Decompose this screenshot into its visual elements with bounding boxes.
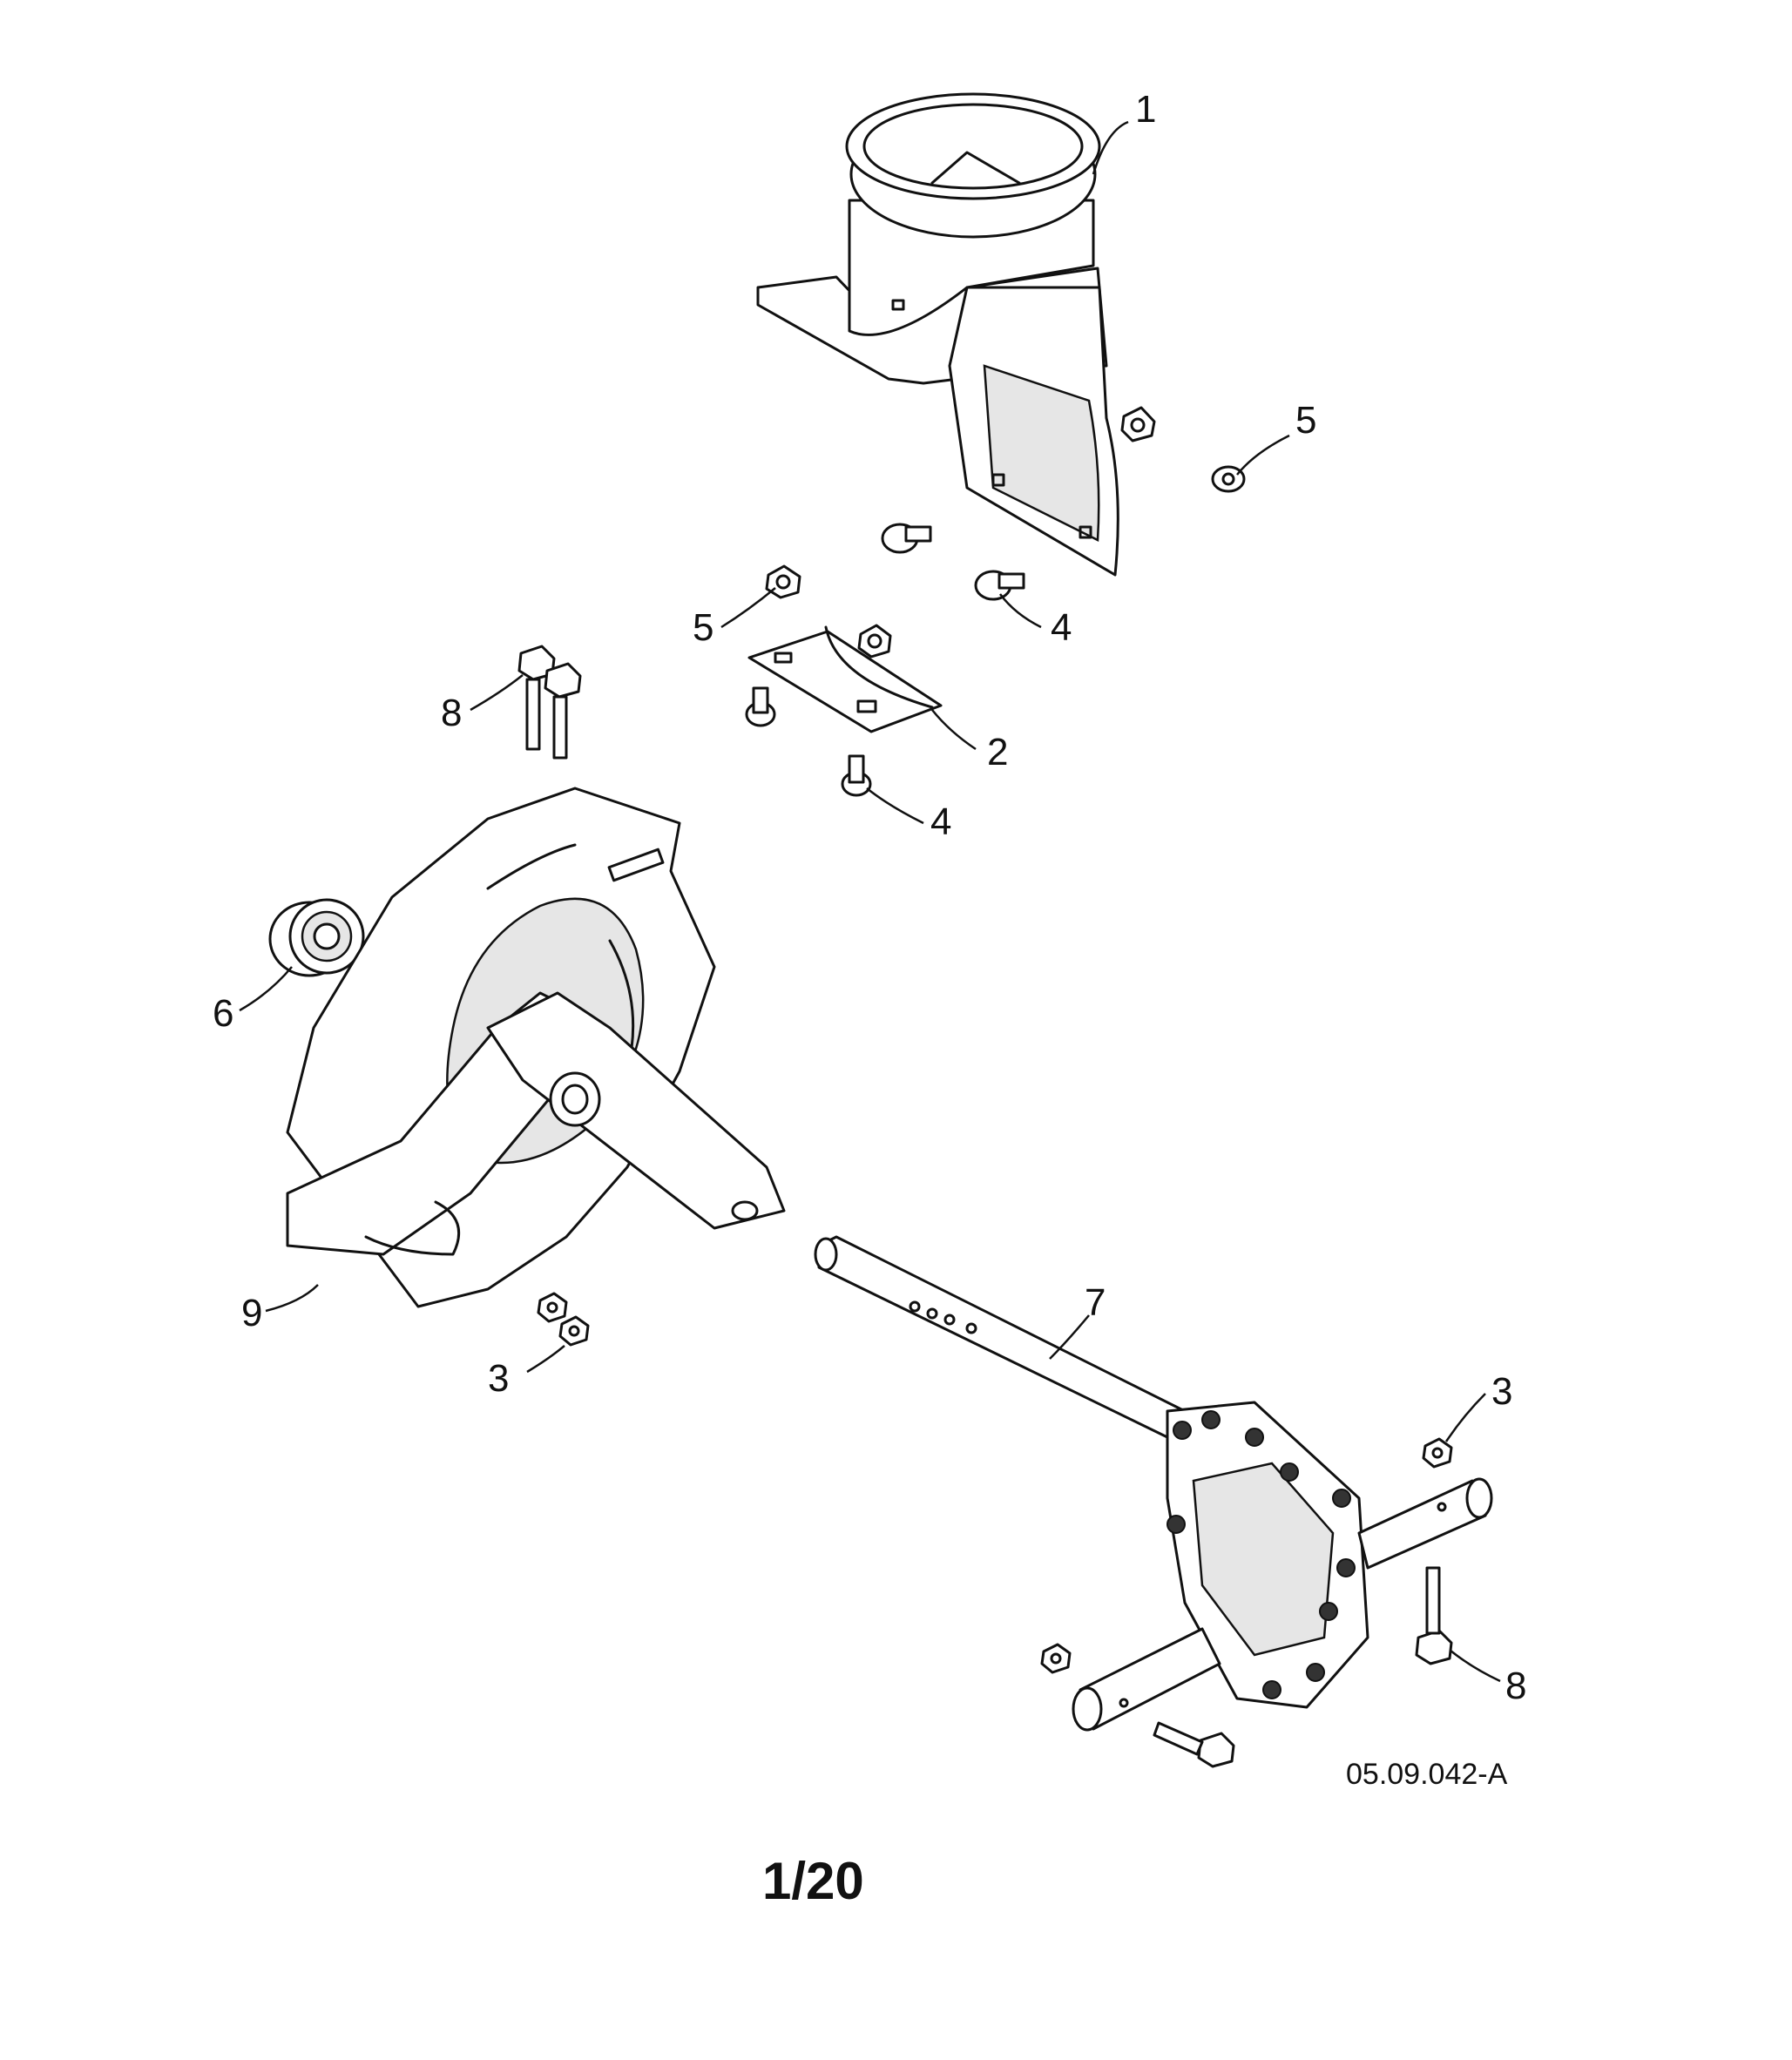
discharge-chute [756, 92, 1119, 577]
flange-nut [765, 564, 801, 599]
hex-nut [537, 1292, 568, 1323]
hex-nut [1422, 1437, 1453, 1469]
callout-1: 1 [1135, 88, 1156, 131]
carriage-bolt [974, 570, 1025, 601]
auger-shaft-gearbox [814, 1235, 1493, 1732]
hex-bolt-group [517, 645, 1453, 1768]
hex-nut [558, 1315, 590, 1347]
callout-8: 8 [1505, 1665, 1526, 1707]
page-number: 1/20 [762, 1852, 864, 1910]
carriage-bolt [745, 686, 776, 727]
hex-nut [1040, 1643, 1072, 1674]
callout-9: 9 [241, 1292, 262, 1334]
carriage-bolt-group [745, 523, 1025, 797]
chute-bracket [747, 625, 943, 733]
callout-3: 3 [1491, 1370, 1512, 1413]
callout-4: 4 [1051, 606, 1072, 649]
leader-lines [239, 120, 1501, 1683]
callout-6: 6 [213, 992, 233, 1035]
hex-bolt [1415, 1566, 1453, 1665]
callout-5: 5 [693, 606, 713, 649]
callout-7: 7 [1085, 1281, 1106, 1324]
bearing [268, 898, 365, 977]
hex-bolt [544, 662, 582, 760]
flange-nut [1211, 465, 1246, 493]
housing-side-plate [286, 787, 786, 1308]
carriage-bolt [881, 523, 932, 554]
drawing-code: 05.09.042-A [1346, 1758, 1508, 1791]
hex-bolt [517, 645, 556, 751]
callout-2: 2 [987, 731, 1008, 773]
callout-3: 3 [488, 1357, 509, 1400]
flange-nut-group [765, 406, 1246, 659]
hex-nut-group [537, 1292, 1453, 1674]
gearbox-bolts [1166, 1410, 1356, 1699]
callout-4: 4 [930, 800, 951, 843]
callout-8: 8 [441, 692, 462, 734]
flange-nut [1120, 406, 1156, 442]
callout-5: 5 [1295, 399, 1316, 442]
hex-bolt [1153, 1721, 1235, 1768]
flange-nut [857, 624, 892, 659]
callout-labels: 1 2 3 3 4 4 5 5 6 7 8 8 9 [213, 88, 1526, 1707]
carriage-bolt [841, 754, 872, 797]
